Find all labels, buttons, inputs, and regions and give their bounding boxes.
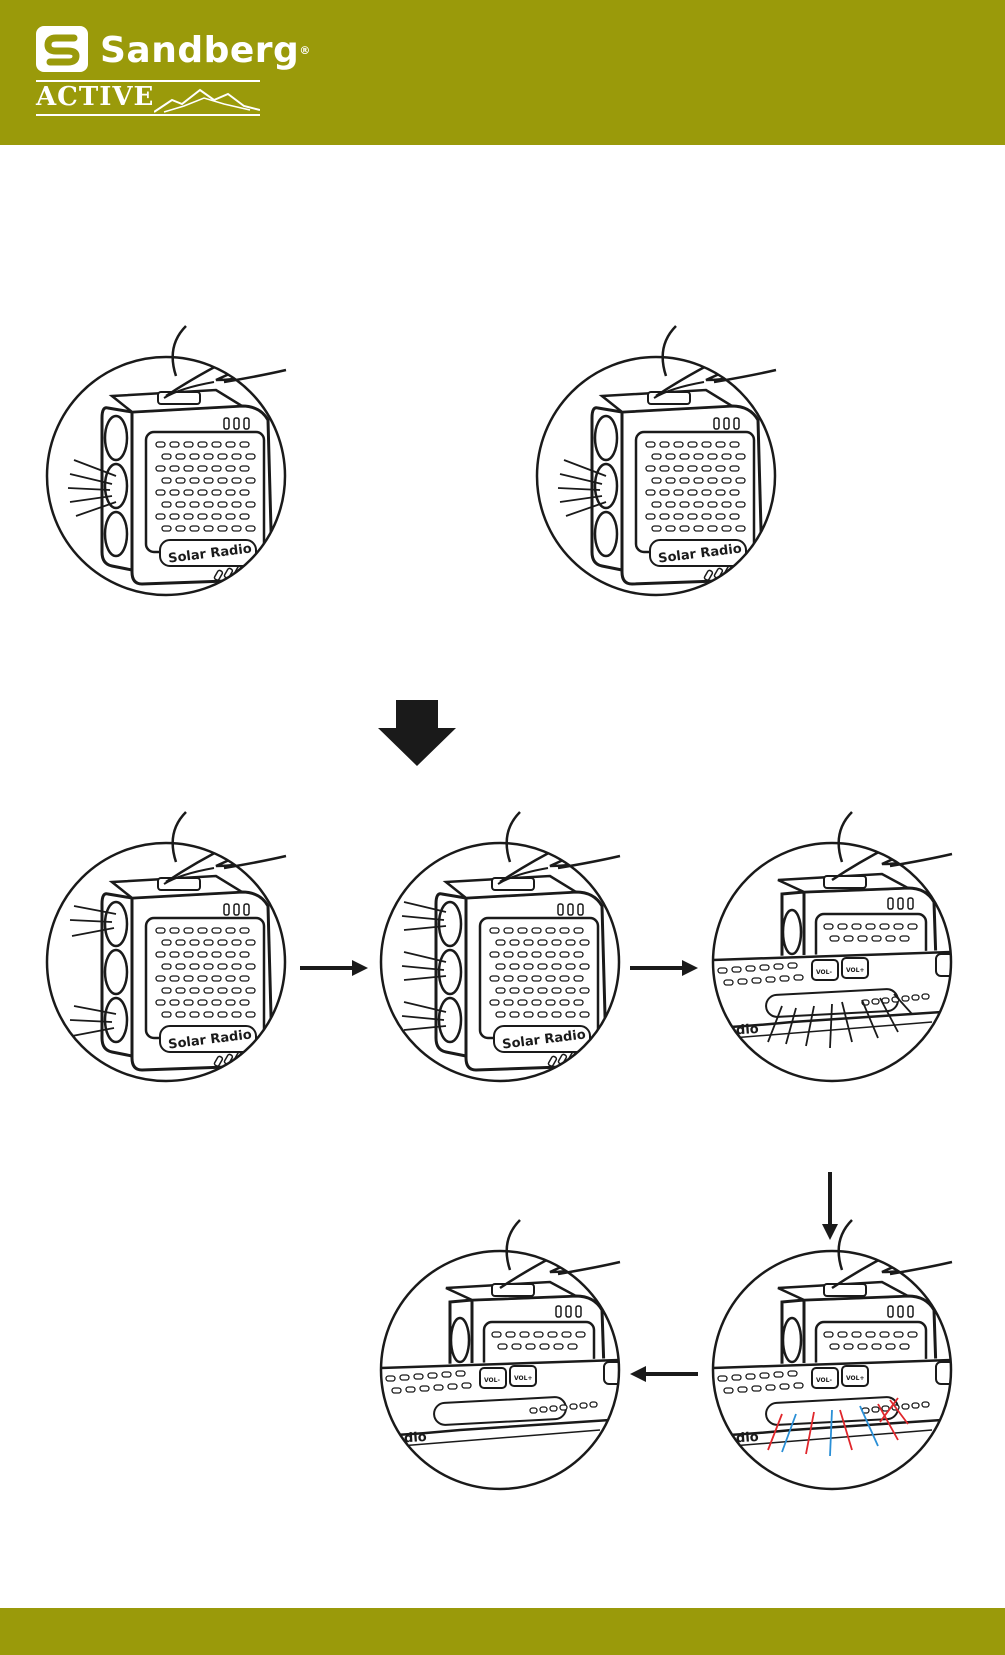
step-panel-6: dio VOL- VOL+ xyxy=(712,1250,952,1490)
vol-plus-label: VOL+ xyxy=(846,967,865,974)
header-banner: Sandberg® ACTIVE xyxy=(0,0,1005,145)
step-panel-7: dio VOL- VOL+ xyxy=(380,1250,620,1490)
step-panel-3: Solar Radio xyxy=(46,842,286,1082)
down-arrow-icon xyxy=(378,700,456,766)
step-panel-1: Solar Radio xyxy=(46,356,286,596)
vol-plus-label: VOL+ xyxy=(846,1375,865,1382)
vol-minus-label: VOL- xyxy=(816,969,832,976)
brand-name: Sandberg® xyxy=(100,28,311,74)
vol-plus-label: VOL+ xyxy=(514,1375,533,1382)
vol-minus-label: VOL- xyxy=(816,1377,832,1384)
mountains-icon xyxy=(154,86,260,114)
right-arrow-icon xyxy=(300,960,368,976)
right-arrow-icon xyxy=(630,960,698,976)
vol-minus-label: VOL- xyxy=(484,1377,500,1384)
step-panel-2: Solar Radio xyxy=(536,356,776,596)
down-arrow-small-icon xyxy=(822,1172,838,1240)
footer-banner xyxy=(0,1608,1005,1655)
logo-divider-bottom xyxy=(36,114,260,116)
step-panel-5: dio VOL- VOL+ xyxy=(712,842,952,1082)
brand-logo: Sandberg® ACTIVE xyxy=(36,26,276,118)
step-panel-4: Solar Radio xyxy=(380,842,620,1082)
sub-brand-name: ACTIVE xyxy=(36,82,154,112)
left-arrow-icon xyxy=(630,1366,698,1382)
sandberg-logo-icon xyxy=(36,26,88,72)
